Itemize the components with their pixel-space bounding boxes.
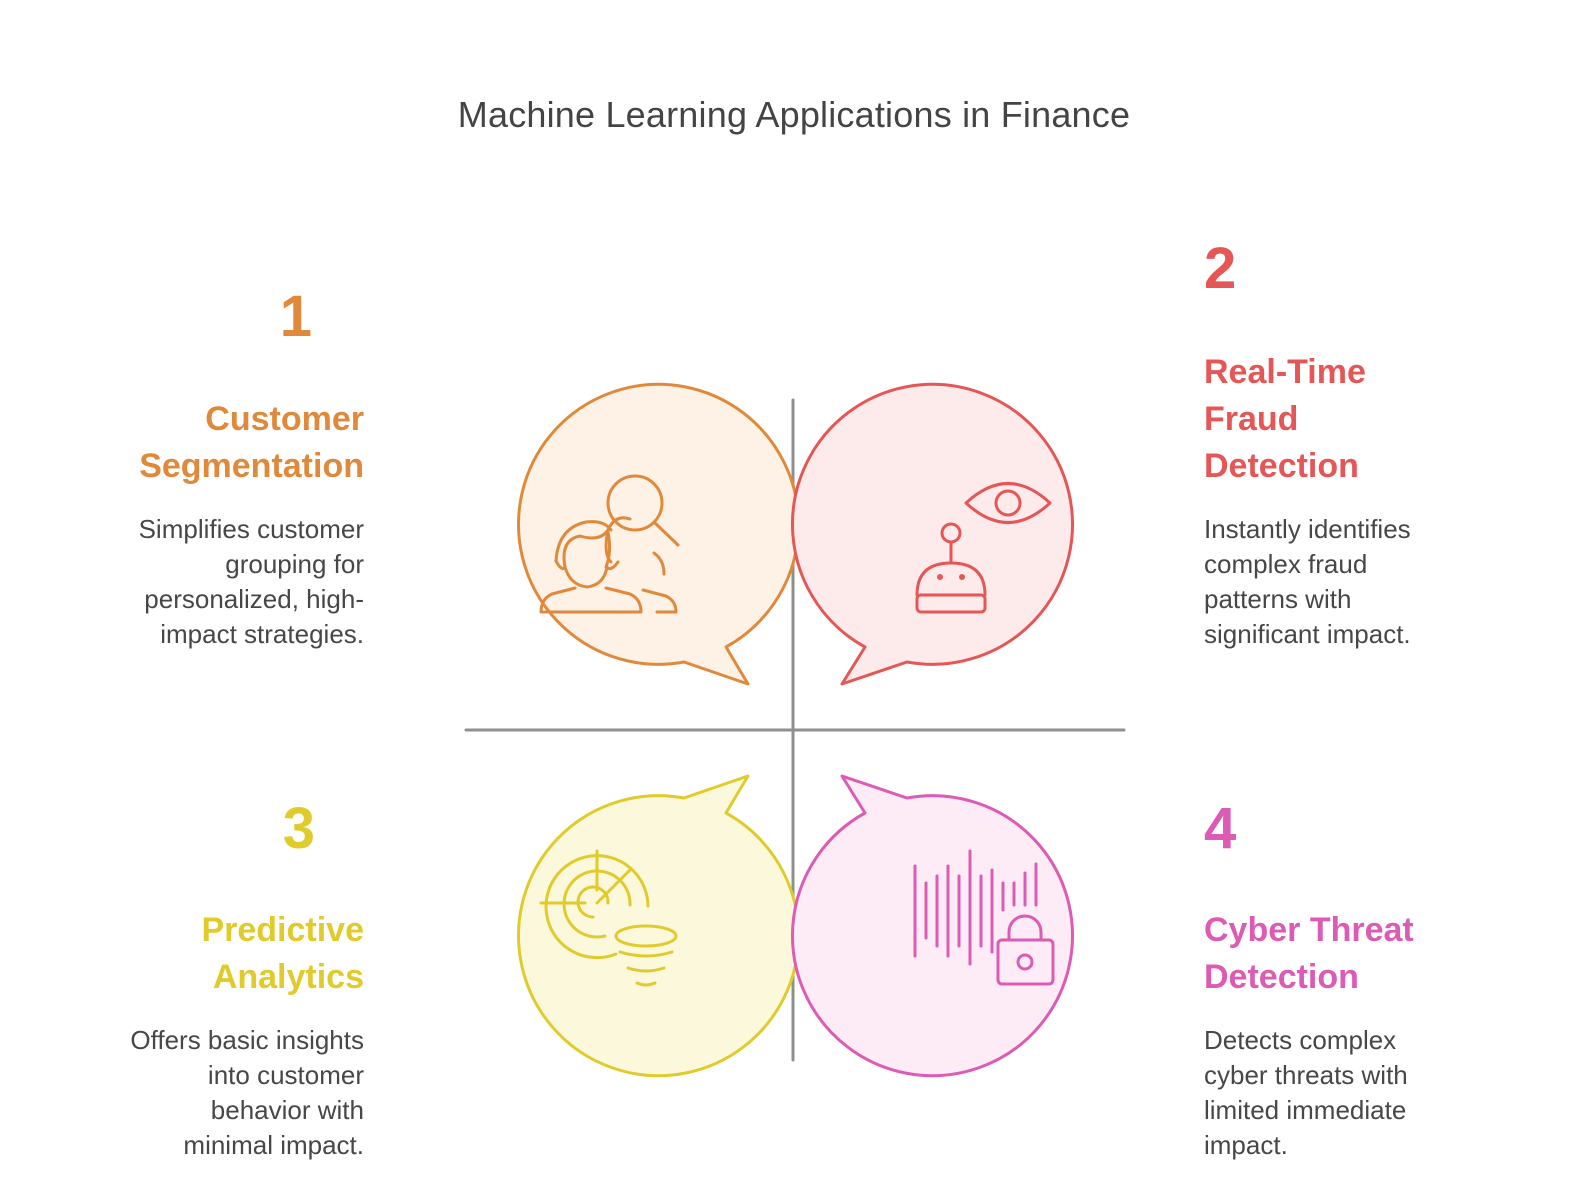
page-title: Machine Learning Applications in Finance <box>457 94 1131 135</box>
quadrant-2-heading-line: Fraud <box>1204 400 1299 438</box>
quadrant-1-heading-line: Customer <box>205 400 364 438</box>
quadrant-4-bubble <box>791 774 1074 1078</box>
quadrant-3-description: Offers basic insights into customer beha… <box>64 1023 364 1163</box>
quadrant-3-heading-line: Analytics <box>212 958 364 996</box>
quadrant-1-description-line: grouping for <box>225 549 364 579</box>
quadrant-4-description-line: Detects complex <box>1204 1025 1397 1055</box>
quadrant-2-heading-line: Real-Time <box>1204 353 1366 391</box>
quadrant-4-description: Detects complex cyber threats with limit… <box>1204 1023 1504 1163</box>
quadrant-2-description-line: significant impact. <box>1204 619 1411 649</box>
quadrant-3-description-line: minimal impact. <box>183 1130 364 1160</box>
quadrant-4-number: 4 <box>1204 796 1237 861</box>
quadrant-4-heading-line: Cyber Threat <box>1204 911 1414 949</box>
quadrant-1-bubble <box>517 382 800 686</box>
quadrant-2-description-line: Instantly identifies <box>1204 514 1411 544</box>
quadrant-2-heading: Real-Time Fraud Detection <box>1204 349 1504 490</box>
quadrant-1-description-line: personalized, high- <box>144 584 364 614</box>
quadrant-3-number: 3 <box>282 796 315 861</box>
soundwave-lock-icon <box>913 849 1055 986</box>
quadrant-3-description-line: behavior with <box>210 1095 364 1125</box>
quadrant-4-description-line: impact. <box>1204 1130 1288 1160</box>
quadrant-1-number: 1 <box>279 284 312 349</box>
quadrant-1-heading: Customer Segmentation <box>64 396 364 490</box>
quadrant-4-heading-line: Detection <box>1204 958 1359 996</box>
quadrant-3-heading: Predictive Analytics <box>64 907 364 1001</box>
quadrant-2-bubble <box>791 382 1074 686</box>
quadrant-1-heading-line: Segmentation <box>139 447 364 485</box>
radar-tornado-icon <box>539 849 678 987</box>
quadrant-2-description: Instantly identifies complex fraud patte… <box>1204 512 1504 652</box>
quadrant-2-description-line: patterns with <box>1204 584 1352 614</box>
quadrant-3-heading-line: Predictive <box>201 911 364 949</box>
quadrant-1-description: Simplifies customer grouping for persona… <box>64 512 364 652</box>
quadrant-1-description-line: impact strategies. <box>160 619 364 649</box>
customer-search-icon <box>539 474 680 614</box>
quadrant-3-description-line: Offers basic insights <box>130 1025 364 1055</box>
quadrant-4-description-line: cyber threats with <box>1204 1060 1408 1090</box>
quadrant-3-description-line: into customer <box>207 1060 364 1090</box>
quadrant-2-heading-line: Detection <box>1204 447 1359 485</box>
robot-eye-icon <box>915 482 1052 614</box>
quadrant-4-description-line: limited immediate <box>1204 1095 1407 1125</box>
quadrant-2-number: 2 <box>1204 236 1237 301</box>
quadrant-4-heading: Cyber Threat Detection <box>1204 907 1504 1001</box>
quadrant-2-description-line: complex fraud <box>1204 549 1368 579</box>
quadrant-1-description-line: Simplifies customer <box>138 514 364 544</box>
